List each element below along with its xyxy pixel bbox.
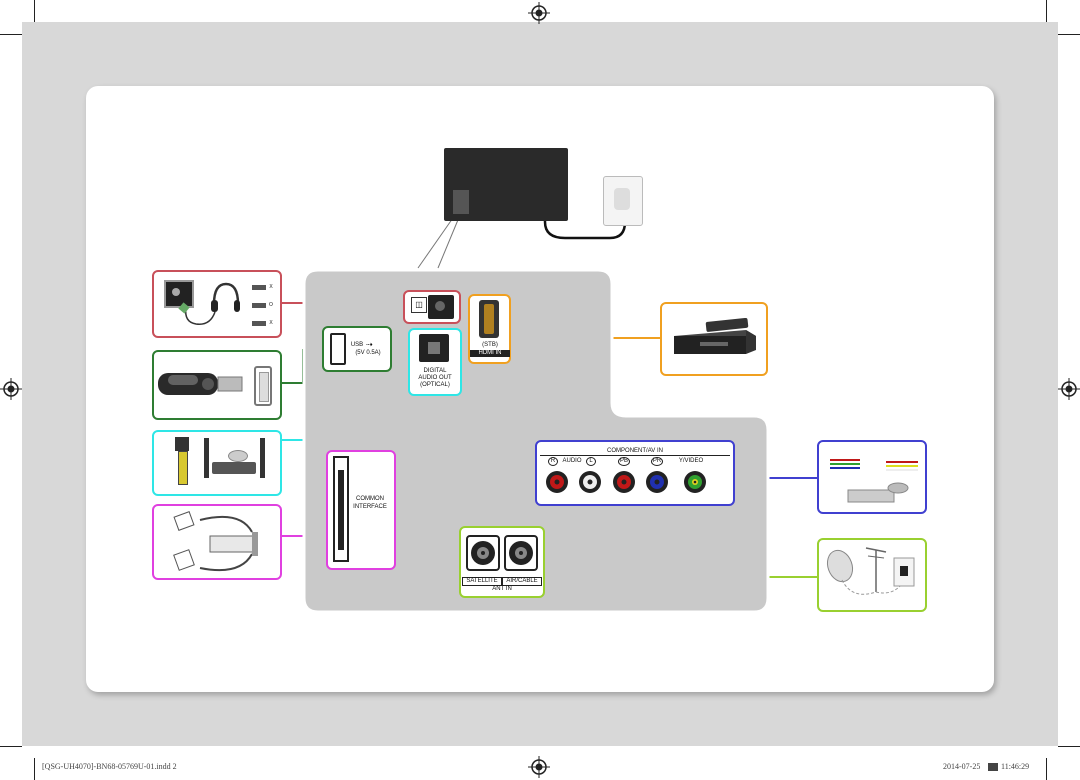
audio-r-jack-icon [546, 471, 568, 493]
audio-label: AUDIO [562, 458, 582, 464]
plug-3-icon [252, 321, 266, 326]
usb-flash-drive-icon [158, 373, 243, 395]
component-title: COMPONENT/AV IN [607, 448, 663, 454]
audio-l-jack-icon [579, 471, 601, 493]
air-cable-label: AIR/CABLE [502, 577, 542, 586]
pr-jack-icon [613, 471, 635, 493]
speaker-left-icon [204, 438, 209, 478]
headphones-icon [178, 282, 240, 325]
component-divider [540, 455, 730, 456]
headphone-jack-icon: ◫ [411, 297, 427, 313]
usb-label: USB [350, 342, 364, 348]
registration-mark-icon [1058, 378, 1080, 400]
crop-mark [1046, 758, 1047, 780]
optical-label-3: (OPTICAL) [420, 382, 450, 388]
footer-date: 2014-07-25 [943, 762, 981, 771]
plug-2-icon [252, 303, 266, 308]
crop-mark [1046, 0, 1047, 22]
audio-r-label: R [548, 457, 558, 466]
optical-cable-icon [178, 451, 188, 485]
interface-label: INTERFACE [353, 504, 387, 510]
footer-time: 11:46:29 [1001, 762, 1030, 771]
tv-port-area-icon [453, 190, 469, 214]
component-jacks [546, 471, 706, 493]
antenna-dish-icon [826, 547, 915, 595]
usb-symbol-icon: ⇢ [366, 340, 373, 349]
hdmi-label: HDMI IN [470, 350, 510, 357]
speaker-right-icon [260, 438, 265, 478]
headphone-jack-hole-icon [172, 288, 180, 296]
pb-label: PB [618, 457, 630, 466]
pb-jack-icon [646, 471, 668, 493]
crop-mark [1058, 746, 1080, 747]
usb-port-icon[interactable] [330, 333, 346, 365]
set-top-box-icon [674, 318, 756, 354]
ci-card-insert-icon [173, 511, 258, 572]
crop-mark [1058, 34, 1080, 35]
air-cable-jack-icon [504, 535, 538, 571]
usb-power-label: (5V 0.5A) [355, 350, 381, 356]
pr-label: PR [651, 457, 663, 466]
outlet-socket-icon [614, 188, 630, 210]
plug-mark-1: X [269, 284, 273, 290]
plug-mark-2: O [269, 302, 273, 308]
crop-mark [34, 0, 35, 22]
audio-l-label: L [586, 457, 596, 466]
home-theater-icon [212, 462, 256, 474]
disc-icon [228, 450, 248, 462]
registration-mark-icon [0, 378, 22, 400]
registration-mark-icon [528, 2, 550, 24]
crop-mark [0, 746, 22, 747]
optical-port-inner-icon [428, 342, 440, 354]
plug-mark-3: X [269, 320, 273, 326]
component-av-box [535, 440, 735, 506]
footer-filename: [QSG-UH4070]-BN68-05769U-01.indd 2 [42, 762, 177, 771]
hdmi-stb-label: (STB) [482, 342, 498, 348]
optical-closeup-icon [175, 437, 189, 451]
y-video-label: Y/VIDEO [678, 458, 704, 464]
hdmi-port-inner-icon [484, 304, 494, 334]
crop-mark [34, 758, 35, 780]
crop-mark [0, 34, 22, 35]
y-video-jack-icon [684, 471, 706, 493]
satellite-label: SATELLITE [462, 577, 502, 586]
optical-label-2: AUDIO OUT [418, 375, 452, 381]
footer-ampm-icon [988, 763, 998, 771]
plug-1-icon [252, 285, 266, 290]
ant-in-label: ANT IN [492, 586, 512, 592]
component-cables-icon [830, 459, 918, 503]
ci-slot-inner-icon [338, 470, 344, 550]
antenna-jacks [466, 535, 538, 571]
usb-closeup-inner-icon [259, 372, 269, 402]
satellite-jack-icon [466, 535, 500, 571]
headphone-port-hole-icon [435, 301, 445, 311]
registration-mark-icon [528, 756, 550, 778]
optical-label-1: DIGITAL [423, 368, 447, 374]
common-label: COMMON [356, 496, 384, 502]
